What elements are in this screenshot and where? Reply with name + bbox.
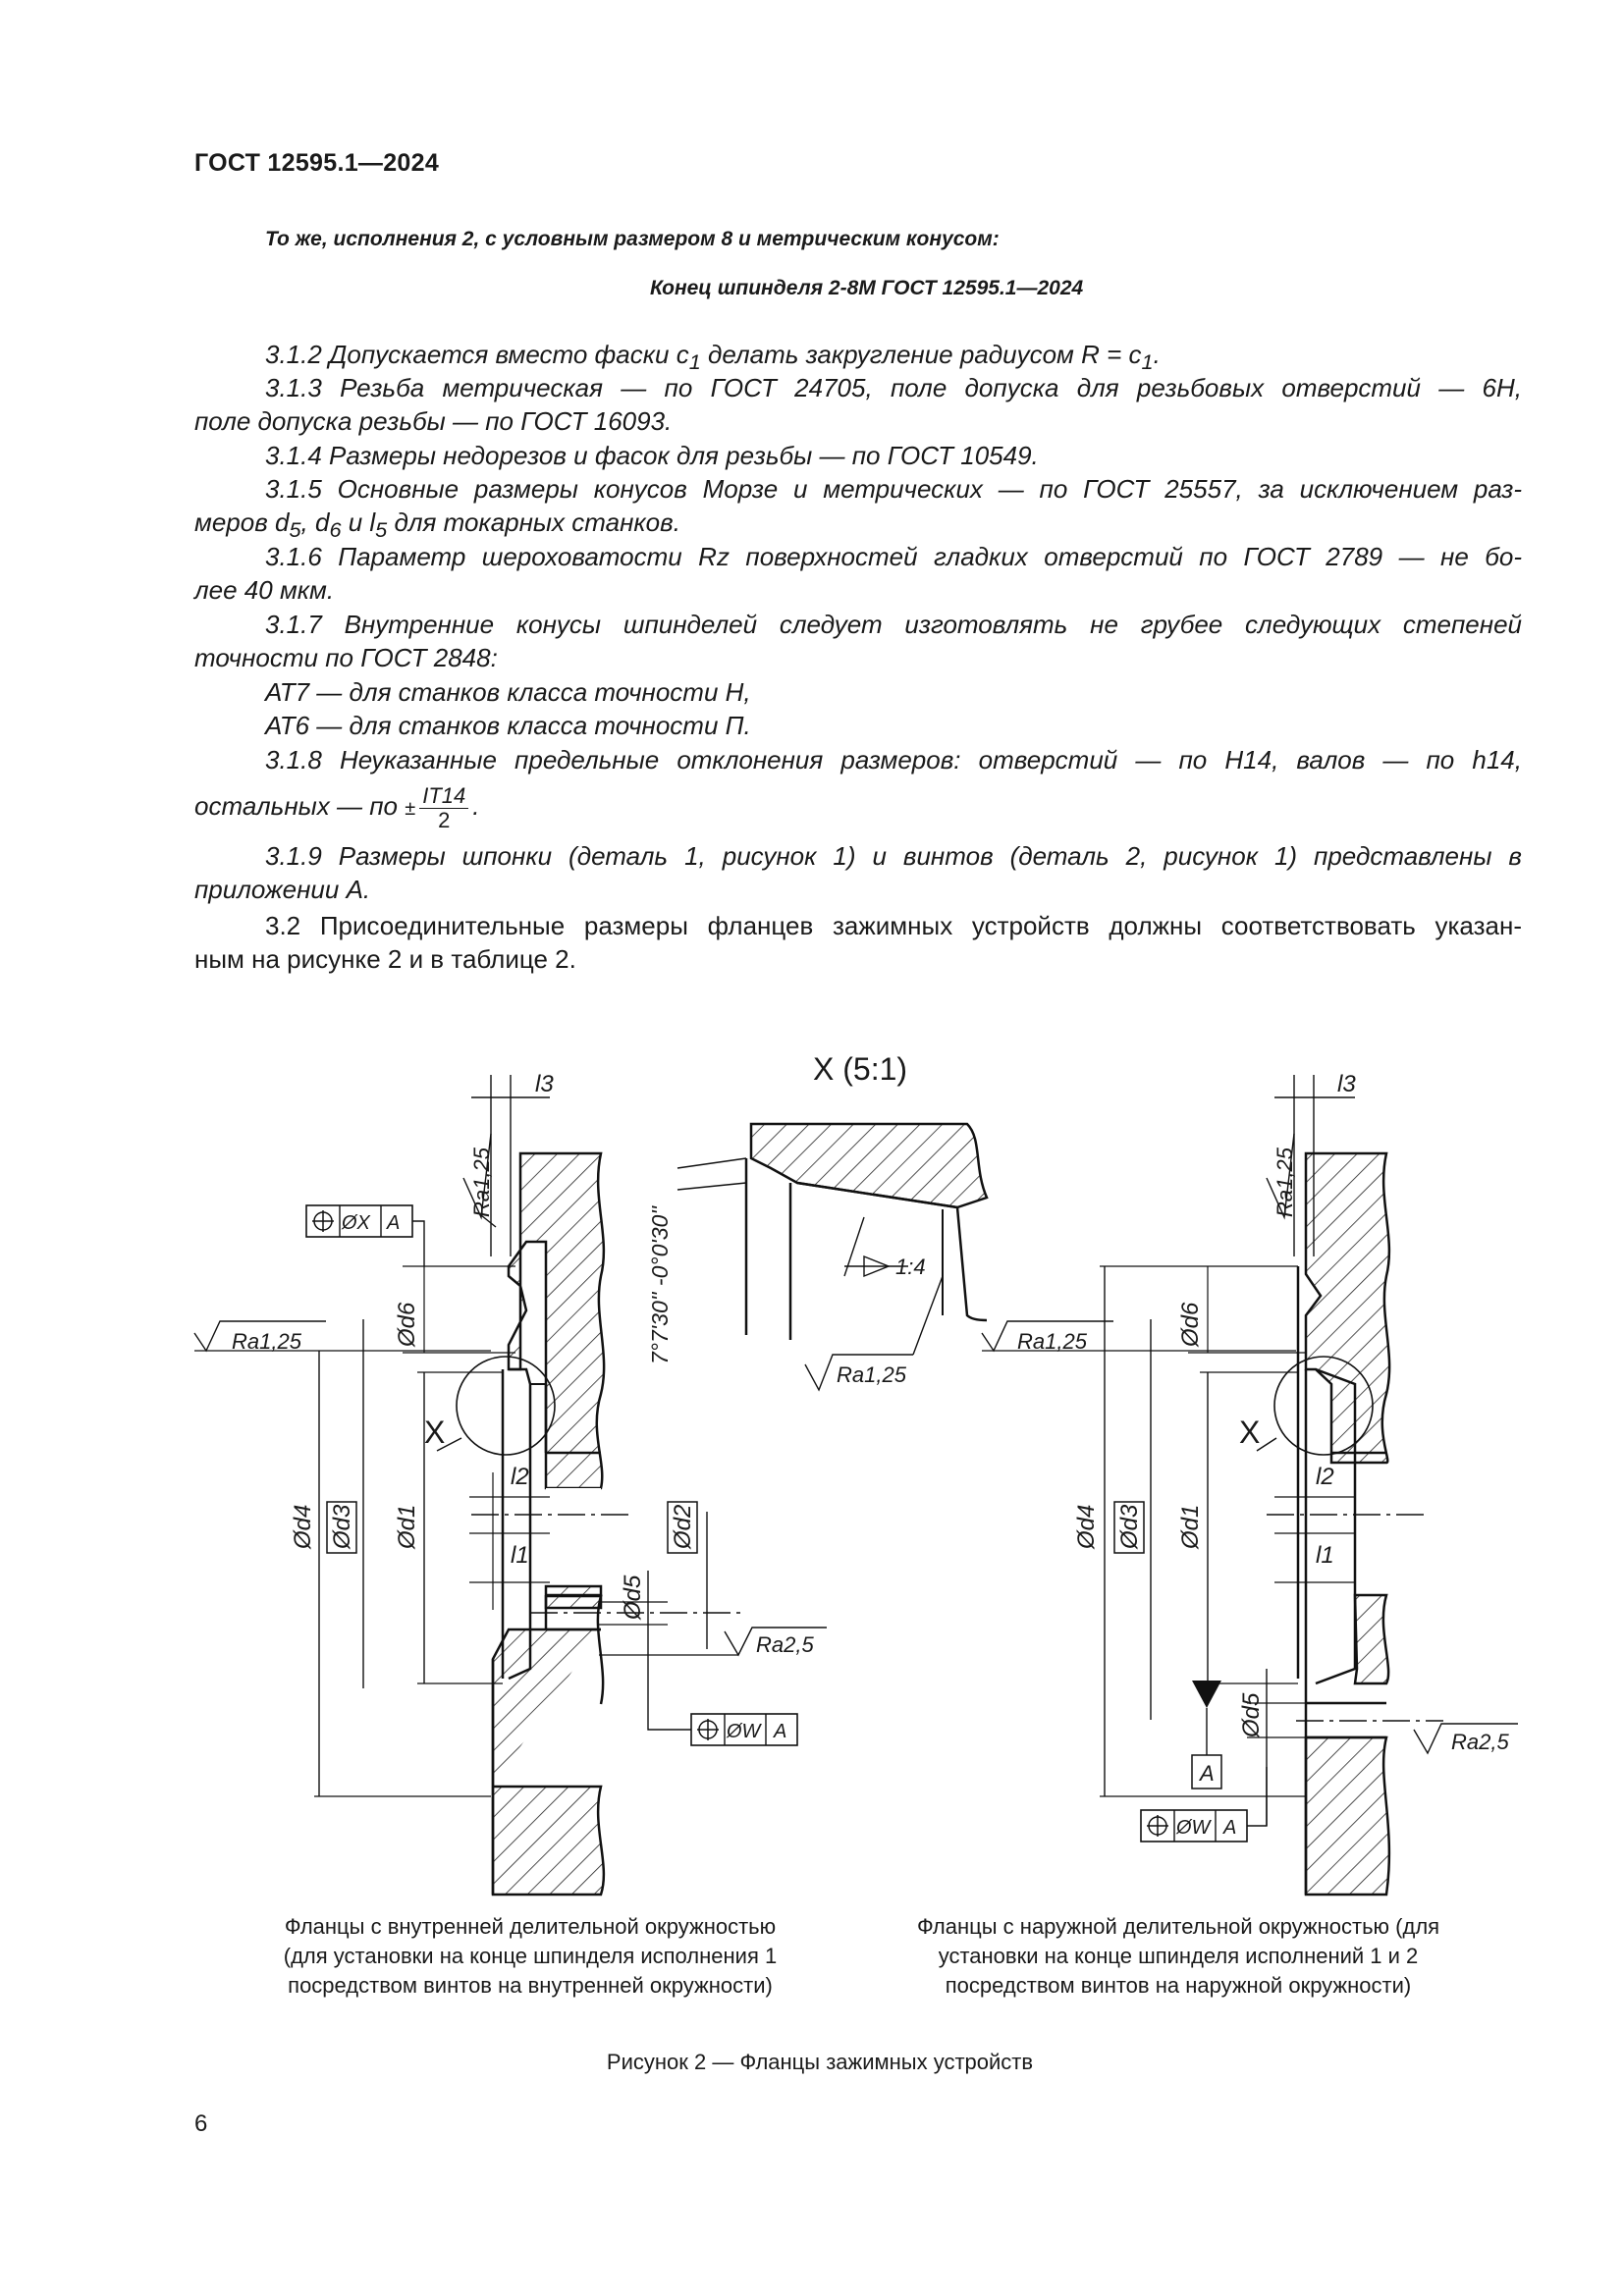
left-caption-line: Фланцы с внутренней делительной окружнос… — [284, 1914, 777, 1939]
frame-w-datum-right: A — [1222, 1817, 1236, 1839]
right-caption-line: посредством винтов на наружной окружност… — [945, 1973, 1412, 1998]
dim-d1-right: Ød1 — [1177, 1505, 1204, 1550]
left-caption-line: (для установки на конце шпинделя исполне… — [283, 1944, 778, 1968]
frame-w-value-right: ØW — [1175, 1817, 1213, 1839]
clause-3-1-2: 3.1.2 Допускается вместо фаски c1 делать… — [265, 340, 1161, 375]
clause-3-1-4: 3.1.4 Размеры недорезов и фасок для резь… — [265, 441, 1039, 470]
clause-3-1-7-line-1: 3.1.7 Внутренние конусы шпинделей следуе… — [265, 610, 1522, 639]
right-lower-hatched-section — [1304, 1735, 1391, 1896]
example-line-2: Конец шпинделя 2-8М ГОСТ 12595.1—2024 — [650, 277, 1084, 299]
dim-d5-right: Ød5 — [1238, 1692, 1265, 1738]
datum-a-label: A — [1198, 1761, 1215, 1786]
page-number: 6 — [194, 2110, 208, 2137]
left-lower-hatched-section — [491, 1628, 606, 1896]
clause-3-1-5-line-2: меров d5, d6 и l5 для токарных станков. — [194, 507, 680, 543]
dim-l1-right: l1 — [1316, 1542, 1334, 1569]
dim-l3-left: l3 — [535, 1071, 554, 1097]
left-flange-caption: Фланцы с внутренней делительной окружнос… — [196, 1912, 864, 2001]
taper-angle-label: 7°7'30'' -0°0'30'' — [647, 1204, 673, 1364]
clause-3-1-3-line-1: 3.1.3 Резьба метрическая — по ГОСТ 24705… — [265, 373, 1522, 402]
clause-3-1-9-line-2: приложении А. — [194, 875, 371, 904]
frame-x-datum: A — [386, 1212, 400, 1234]
clause-3-1-6-line-2: лее 40 мкм. — [194, 575, 335, 605]
dim-l2-left: l2 — [511, 1464, 529, 1490]
clause-3-1-7-at6: АТ6 — для станков класса точности П. — [265, 711, 751, 740]
dim-d6-right: Ød6 — [1177, 1302, 1204, 1348]
clause-3-1-7-at7: АТ7 — для станков класса точности Н, — [265, 677, 751, 707]
datum-triangle-icon — [1192, 1681, 1221, 1708]
right-flange-caption: Фланцы с наружной делительной окружность… — [864, 1912, 1492, 2001]
dim-d2-left: Ød2 — [670, 1505, 696, 1550]
document-header: ГОСТ 12595.1—2024 — [194, 149, 440, 177]
x-label-left: X — [424, 1415, 445, 1450]
ra-label-left-d5: Ra2,5 — [756, 1632, 814, 1657]
figure-2-drawing: X (5:1) 7°7'30'' -0°0'30'' 1:4 Ra1,25 l3… — [193, 1051, 1518, 1896]
taper-ratio-label: 1:4 — [895, 1255, 926, 1279]
ra-label-detail: Ra1,25 — [837, 1362, 907, 1387]
datum-a-box — [1191, 1754, 1222, 1789]
dim-l1-left: l1 — [511, 1542, 529, 1569]
ra-label-right-top: Ra1,25 — [1272, 1147, 1297, 1217]
dim-d1-left: Ød1 — [394, 1505, 420, 1550]
right-caption-line: Фланцы с наружной делительной окружность… — [916, 1914, 1440, 1939]
x-label-right: X — [1239, 1415, 1260, 1450]
detail-x-circle-left — [456, 1356, 556, 1456]
left-upper-hatched-section — [507, 1151, 606, 1490]
right-flange-drawing — [981, 1075, 1518, 1896]
dim-d6-left: Ød6 — [394, 1302, 420, 1348]
clause-3-1-7-line-2: точности по ГОСТ 2848: — [194, 643, 498, 672]
example-line-1: То же, исполнения 2, с условным размером… — [265, 228, 1000, 250]
dim-d3-left: Ød3 — [329, 1504, 355, 1550]
frame-w-value-left: ØW — [726, 1721, 763, 1742]
clause-3-2-line-1: 3.2 Присоединительные размеры фланцев за… — [265, 911, 1522, 940]
clause-3-2-line-2: ным на рисунке 2 и в таблице 2. — [194, 944, 576, 974]
frame-x-value: ØX — [341, 1212, 371, 1234]
detail-x-title: X (5:1) — [813, 1051, 907, 1087]
right-upper-hatched-section — [1304, 1151, 1391, 1465]
dim-d4-left: Ød4 — [290, 1505, 316, 1550]
left-caption-line: посредством винтов на внутренней окружно… — [288, 1973, 773, 1998]
dim-d3-right: Ød3 — [1116, 1504, 1143, 1550]
figure-caption: Рисунок 2 — Фланцы зажимных устройств — [606, 2050, 1034, 2074]
dim-d5-left: Ød5 — [620, 1575, 646, 1621]
ra-label-right: Ra1,25 — [1017, 1329, 1088, 1354]
right-caption-line: установки на конце шпинделя исполнений 1… — [938, 1944, 1419, 1968]
dim-d4-right: Ød4 — [1073, 1505, 1100, 1550]
detail-x-drawing — [677, 1122, 989, 1392]
detail-x-circle-right — [1273, 1356, 1374, 1456]
frame-w-datum-left: A — [773, 1721, 786, 1742]
ra-label-right-d5: Ra2,5 — [1451, 1730, 1509, 1754]
ra-label-left: Ra1,25 — [232, 1329, 302, 1354]
dim-l2-right: l2 — [1316, 1464, 1334, 1490]
clause-3-1-6-line-1: 3.1.6 Параметр шероховатости Rz поверхно… — [265, 542, 1522, 571]
dim-l3-right: l3 — [1337, 1071, 1356, 1097]
clause-3-1-5-line-1: 3.1.5 Основные размеры конусов Морзе и м… — [265, 474, 1522, 504]
ra-label-left-top: Ra1,25 — [469, 1147, 494, 1217]
clause-3-1-9-line-1: 3.1.9 Размеры шпонки (деталь 1, рисунок … — [265, 841, 1522, 871]
clause-3-1-8-line-1: 3.1.8 Неуказанные предельные отклонения … — [265, 745, 1522, 774]
clause-3-1-3-line-2: поле допуска резьбы — по ГОСТ 16093. — [194, 406, 673, 436]
left-flange-drawing — [193, 1075, 827, 1896]
